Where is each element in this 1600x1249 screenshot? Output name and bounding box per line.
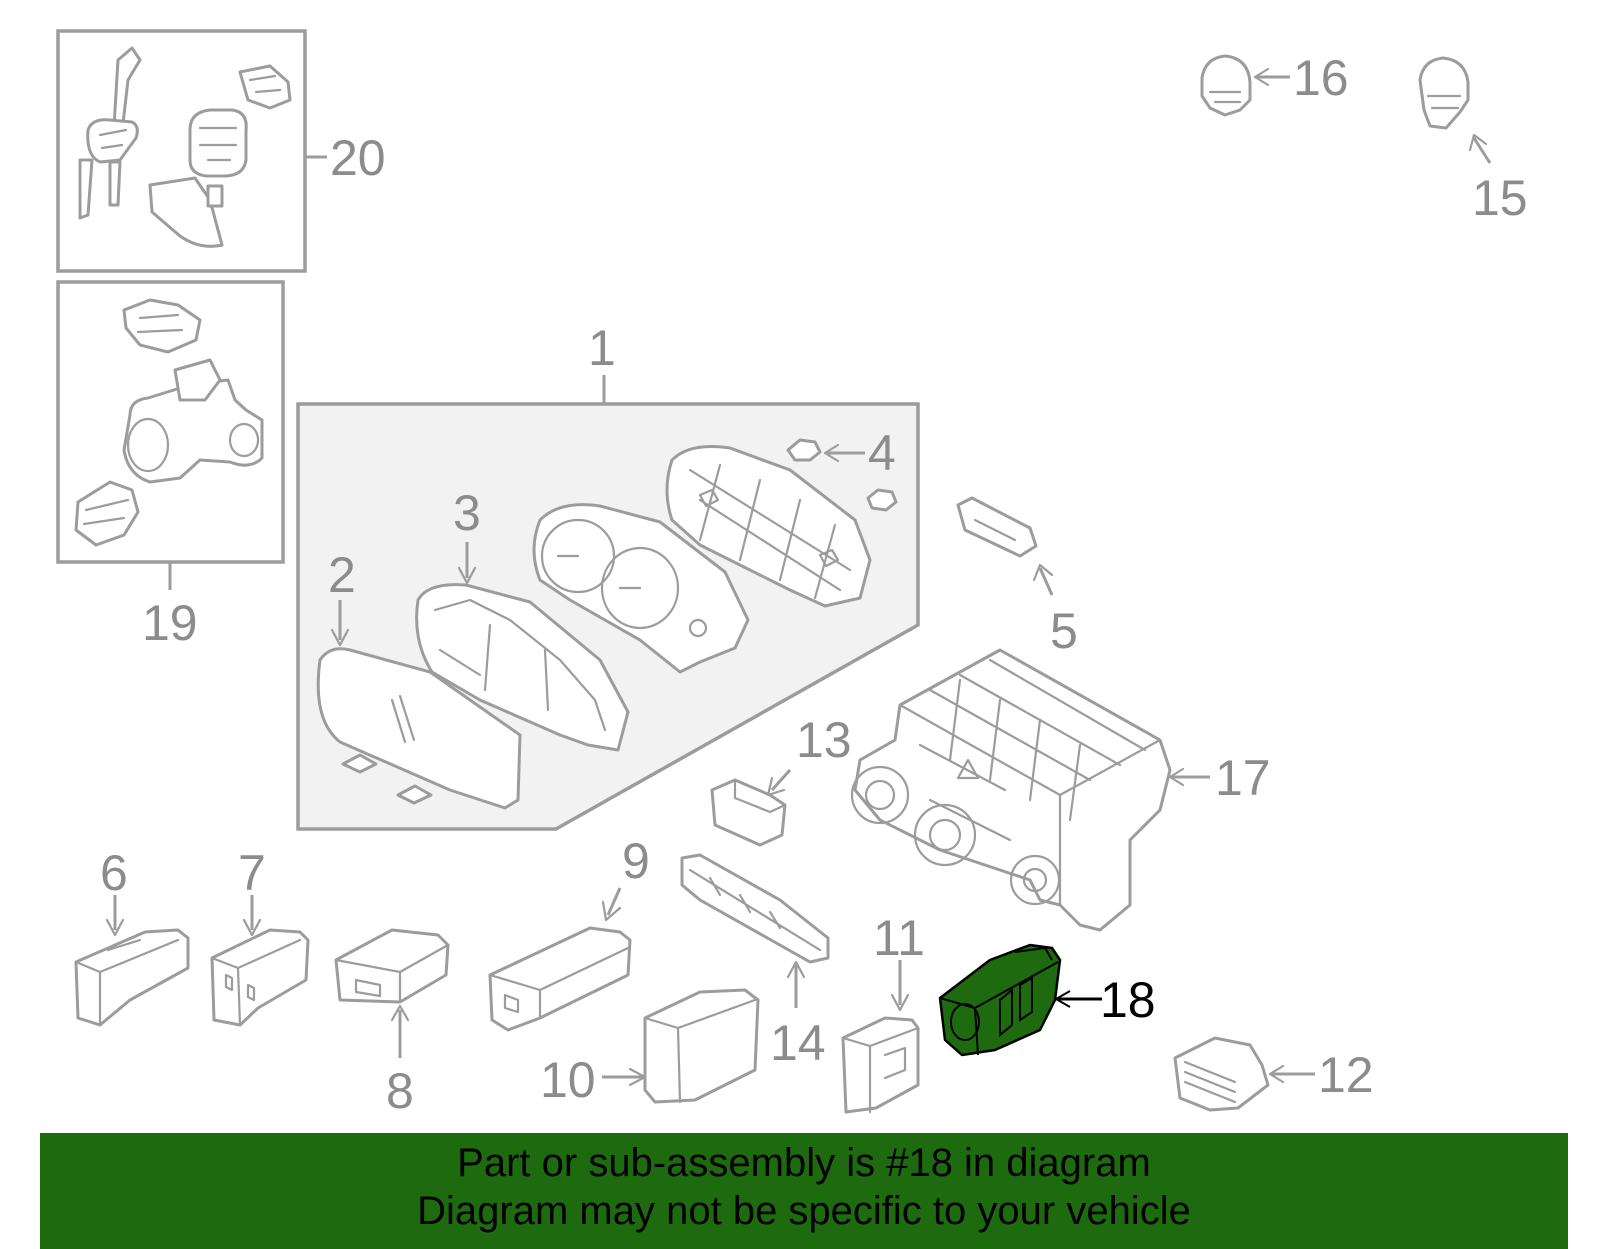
part-3-cluster-mask[interactable]: 3: [415, 485, 630, 752]
callout-19: 19: [142, 595, 198, 651]
part-6-switch[interactable]: 6: [74, 845, 190, 1027]
info-banner: Part or sub-assembly is #18 in diagram D…: [40, 1133, 1568, 1249]
part-18-highlighted-switch[interactable]: 18: [938, 943, 1156, 1057]
callout-20: 20: [330, 130, 386, 186]
gauge-plate[interactable]: [532, 503, 750, 674]
part-2-cluster-lens[interactable]: 2: [316, 547, 522, 810]
banner-line-2: Diagram may not be specific to your vehi…: [417, 1189, 1191, 1233]
callout-15: 15: [1472, 170, 1528, 226]
callout-17: 17: [1215, 750, 1271, 806]
callout-9: 9: [622, 833, 650, 889]
callout-5: 5: [1050, 603, 1078, 659]
part-15-bulb-socket[interactable]: 15: [1418, 56, 1528, 226]
callout-3: 3: [453, 485, 481, 541]
callout-7: 7: [238, 845, 266, 901]
callout-14: 14: [770, 1015, 826, 1071]
part-7-switch[interactable]: 7: [210, 845, 310, 1027]
callout-16: 16: [1293, 50, 1349, 106]
callout-4: 4: [868, 425, 896, 481]
part-10-switch[interactable]: 10: [540, 988, 760, 1108]
callout-2: 2: [328, 547, 356, 603]
part-14-bracket[interactable]: 14: [680, 853, 830, 1071]
part-20-key-set[interactable]: 20: [56, 29, 386, 273]
callout-13: 13: [796, 712, 852, 768]
part-5-switch[interactable]: 5: [956, 496, 1078, 659]
part-17-climate-control-unit[interactable]: 17: [850, 648, 1271, 932]
part-4-bulb[interactable]: 4: [786, 425, 898, 512]
callout-12: 12: [1318, 1047, 1374, 1103]
callout-8: 8: [386, 1063, 414, 1119]
callout-1: 1: [588, 320, 616, 376]
part-12-vent-switch[interactable]: 12: [1173, 1036, 1374, 1112]
callout-6: 6: [100, 845, 128, 901]
callout-10: 10: [540, 1052, 596, 1108]
part-8-switch[interactable]: 8: [334, 928, 450, 1119]
part-9-switch-bank[interactable]: 9: [488, 833, 650, 1032]
part-11-switch[interactable]: 11: [841, 910, 925, 1114]
circuit-board[interactable]: [665, 445, 872, 608]
callout-18: 18: [1100, 972, 1156, 1028]
banner-line-1: Part or sub-assembly is #18 in diagram: [457, 1141, 1151, 1185]
part-13-clip[interactable]: 13: [710, 712, 852, 847]
callout-11: 11: [873, 910, 925, 966]
part-19-lock-cylinder[interactable]: 19: [56, 280, 285, 651]
part-16-bulb-socket[interactable]: 16: [1200, 50, 1349, 117]
